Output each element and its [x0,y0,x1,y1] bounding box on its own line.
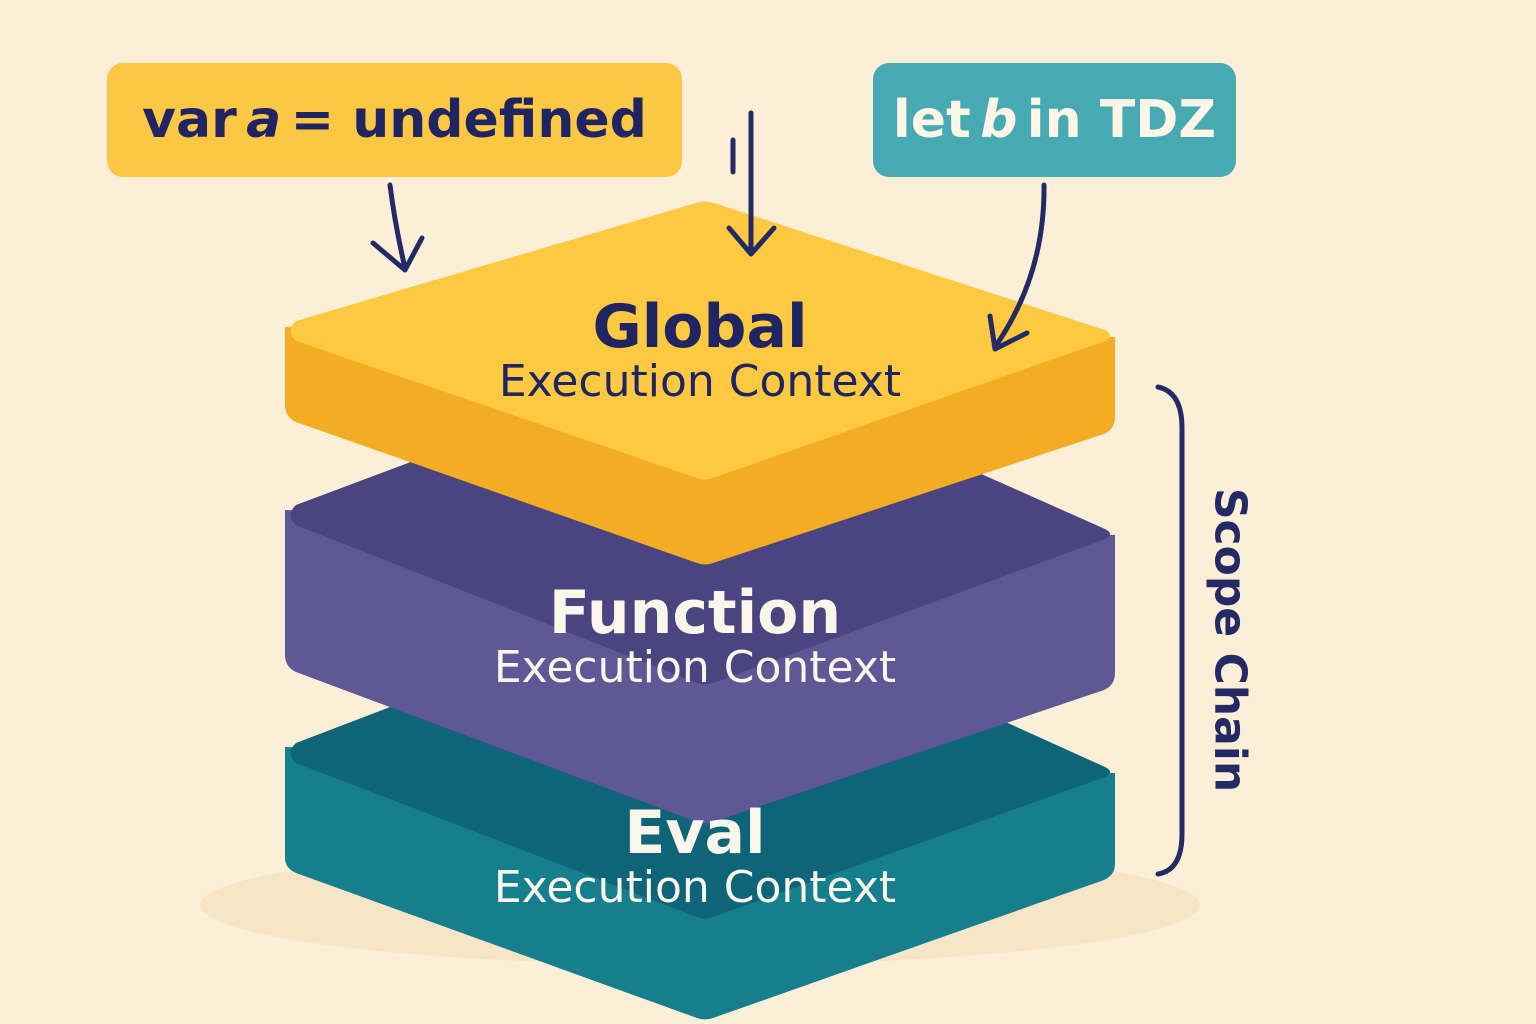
var-keyword: var [142,90,237,150]
eval-title: Eval [624,798,766,868]
global-context-label: Global Execution Context [400,296,1000,405]
function-title: Function [548,578,842,648]
var-value-text: = undefined [290,90,647,150]
var-variable-name: a [246,90,282,150]
down-arrow-icon [387,182,408,271]
global-layer-top [290,201,1110,480]
curved-arrow-icon [987,313,1030,352]
let-variable-name: b [980,90,1018,150]
eval-subtitle: Execution Context [493,862,897,913]
let-keyword: let [892,90,971,150]
down-arrow-icon [726,225,777,257]
bracket-icon [1155,384,1185,877]
scope-chain-text: Scope Chain [1204,487,1256,793]
down-arrow-icon [370,235,425,273]
global-title: Global [592,292,808,362]
global-layer [285,201,1115,565]
let-tdz-chip: let b in TDZ [873,63,1236,177]
curved-arrow-icon [992,182,1047,350]
function-context-label: Function Execution Context [395,582,995,691]
var-hoisting-chip: var a = undefined [107,63,682,177]
arrows [370,110,1185,877]
global-subtitle: Execution Context [498,356,902,407]
let-tdz-text: in TDZ [1026,90,1217,150]
function-subtitle: Execution Context [493,642,897,693]
eval-context-label: Eval Execution Context [395,802,995,911]
